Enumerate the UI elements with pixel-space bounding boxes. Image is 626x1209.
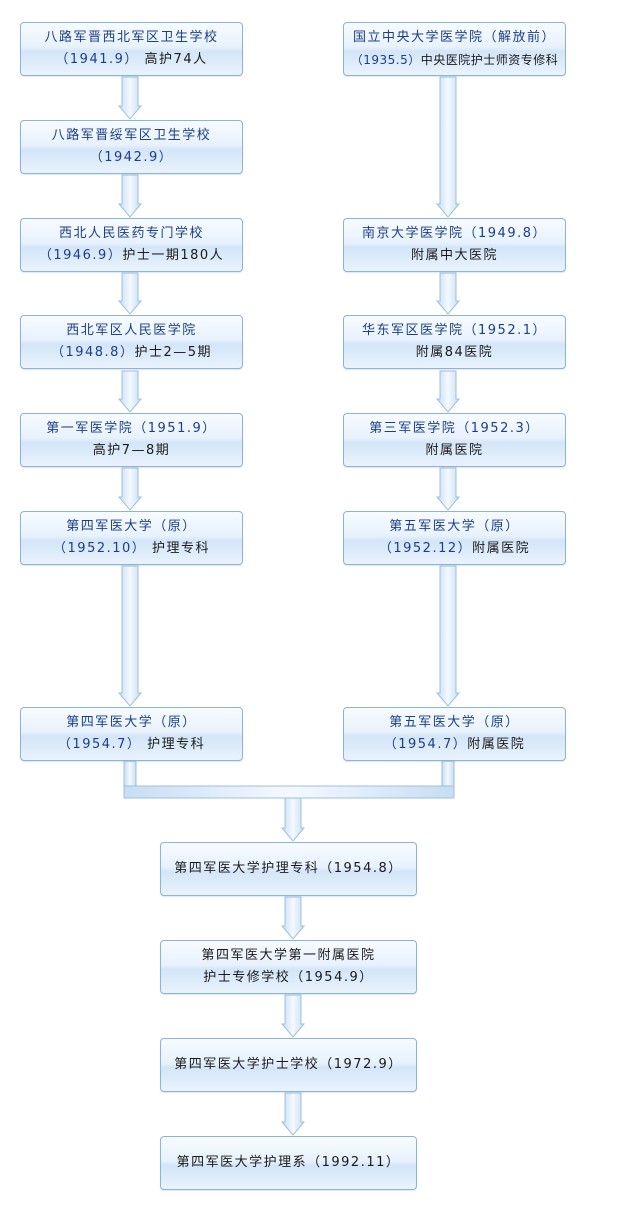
- node-title: 第五军医大学（原）: [389, 715, 520, 730]
- node-date: （1935.5）: [350, 53, 421, 67]
- right-node-4: 第五军医大学（原） （1952.12）附属医院: [343, 511, 566, 565]
- node-note: 高护7—8期: [92, 443, 171, 458]
- node-title: 西北人民医药专门学校: [58, 226, 204, 241]
- right-node-2: 华东军区医学院（1952.1） 附属84医院: [343, 315, 566, 369]
- node-title: 第四军医大学第一附属医院: [201, 948, 376, 963]
- node-date: （1948.8）: [50, 345, 135, 360]
- left-node-6: 第四军医大学（原） （1954.7） 护理专科: [20, 707, 243, 761]
- node-date: （1946.9）: [38, 248, 123, 263]
- node-date: （1954.7）: [383, 737, 468, 752]
- node-note: 附属84医院: [415, 345, 494, 360]
- down-arrow-0: [117, 76, 143, 120]
- node-title: 第四军医大学护理系（1992.11）: [176, 1155, 401, 1170]
- right-node-1: 南京大学医学院（1949.8） 附属中大医院: [343, 218, 566, 272]
- node-date: （1941.9）: [55, 52, 139, 67]
- down-arrow-11: [280, 797, 306, 842]
- node-note: 高护74人: [144, 52, 208, 67]
- node-note: 护士专修学校（1954.9）: [203, 970, 374, 985]
- left-node-1: 八路军晋绥军区卫生学校 （1942.9）: [20, 120, 243, 174]
- node-title: 第四军医大学护士学校（1972.9）: [174, 1057, 403, 1072]
- down-arrow-6: [435, 76, 461, 218]
- down-arrow-13: [280, 994, 306, 1038]
- left-node-0: 八路军晋西北军区卫生学校 （1941.9） 高护74人: [20, 22, 243, 76]
- node-note: 附属医院: [467, 737, 526, 752]
- node-title: 第五军医大学（原）: [389, 519, 520, 534]
- down-arrow-9: [435, 467, 461, 511]
- node-title: 第四军医大学护理专科（1954.8）: [174, 861, 403, 876]
- down-arrow-12: [280, 896, 306, 940]
- node-title: 第四军医大学（原）: [66, 519, 197, 534]
- merge-connector: [123, 760, 455, 799]
- node-note: 护理专科: [147, 737, 206, 752]
- down-arrow-7: [435, 272, 461, 315]
- node-title: 南京大学医学院（1949.8）: [362, 226, 547, 241]
- node-title: 第一军医学院（1951.9）: [46, 421, 217, 436]
- center-node-0: 第四军医大学护理专科（1954.8）: [160, 842, 417, 896]
- down-arrow-3: [117, 370, 143, 413]
- right-node-0: 国立中央大学医学院（解放前） （1935.5）中央医院护士师资专修科: [343, 22, 566, 76]
- node-note: 护士一期180人: [122, 248, 225, 263]
- node-title: 第三军医学院（1952.3）: [369, 421, 540, 436]
- node-note: 附属中大医院: [410, 248, 498, 263]
- down-arrow-8: [435, 370, 461, 413]
- node-title: 西北军区人民医学院: [66, 323, 197, 338]
- down-arrow-5: [117, 565, 143, 707]
- node-date: （1952.10）: [53, 541, 147, 556]
- node-date: （1952.12）: [378, 541, 473, 556]
- node-note: 中央医院护士师资专修科: [420, 53, 559, 67]
- left-node-2: 西北人民医药专门学校 （1946.9）护士一期180人: [20, 218, 243, 272]
- node-note: 护理专科: [151, 541, 210, 556]
- node-title: 国立中央大学医学院（解放前）: [352, 30, 556, 45]
- node-title: 八路军晋西北军区卫生学校: [44, 30, 219, 45]
- down-arrow-10: [435, 565, 461, 707]
- node-title: 八路军晋绥军区卫生学校: [51, 128, 212, 143]
- down-arrow-2: [117, 272, 143, 315]
- center-node-2: 第四军医大学护士学校（1972.9）: [160, 1038, 417, 1092]
- center-node-3: 第四军医大学护理系（1992.11）: [160, 1136, 417, 1190]
- right-node-5: 第五军医大学（原） （1954.7）附属医院: [343, 707, 566, 761]
- left-node-4: 第一军医学院（1951.9） 高护7—8期: [20, 413, 243, 467]
- node-title: 华东军区医学院（1952.1）: [362, 323, 547, 338]
- node-date: （1942.9）: [89, 150, 174, 165]
- left-node-5: 第四军医大学（原） （1952.10） 护理专科: [20, 511, 243, 565]
- node-note: 附属医院: [425, 443, 484, 458]
- right-node-3: 第三军医学院（1952.3） 附属医院: [343, 413, 566, 467]
- left-node-3: 西北军区人民医学院 （1948.8）护士2—5期: [20, 315, 243, 369]
- node-title: 第四军医大学（原）: [66, 715, 197, 730]
- down-arrow-4: [117, 467, 143, 511]
- node-note: 护士2—5期: [134, 345, 213, 360]
- down-arrow-1: [117, 174, 143, 218]
- down-arrow-14: [280, 1092, 306, 1136]
- node-note: 附属医院: [472, 541, 531, 556]
- node-date: （1954.7）: [57, 737, 142, 752]
- center-node-1: 第四军医大学第一附属医院 护士专修学校（1954.9）: [160, 940, 417, 994]
